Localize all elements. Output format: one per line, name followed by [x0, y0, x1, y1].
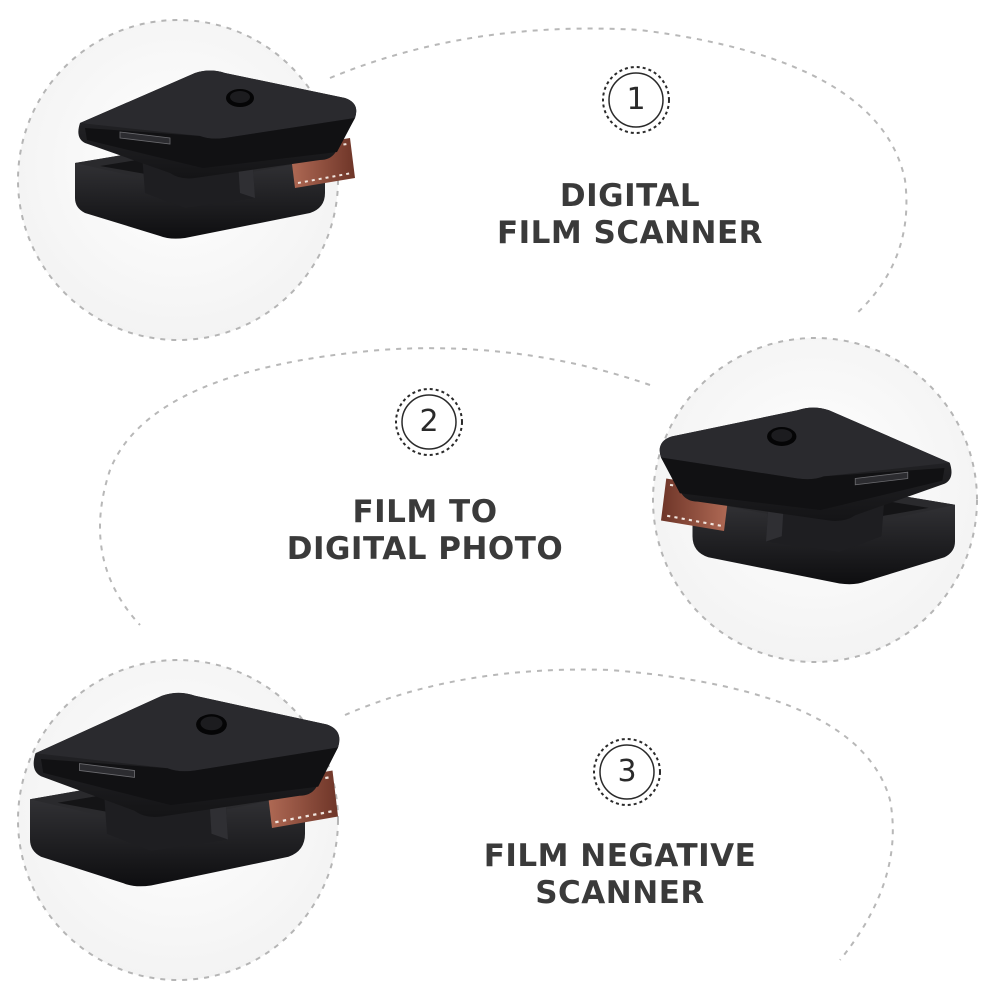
step-number-3: 3 — [617, 754, 637, 789]
product-photo-3 — [17, 659, 341, 981]
dashed-arc-1 — [329, 27, 908, 316]
caption-1-line-2: FILM SCANNER — [496, 215, 764, 251]
step-number-1: 1 — [626, 82, 646, 117]
caption-3-line-2: SCANNER — [535, 875, 705, 911]
step-badge-1 — [602, 66, 670, 134]
step-badge-2 — [395, 388, 463, 456]
caption-1: DIGITAL FILM SCANNER — [460, 178, 800, 252]
dashed-flow-lines — [99, 27, 908, 961]
caption-2: FILM TO DIGITAL PHOTO — [250, 494, 600, 568]
step-badge-3 — [593, 738, 661, 806]
caption-2-line-1: FILM TO — [352, 494, 498, 530]
dashed-arc-3 — [344, 668, 894, 961]
caption-3: FILM NEGATIVE SCANNER — [440, 838, 800, 912]
caption-2-line-2: DIGITAL PHOTO — [286, 531, 564, 567]
caption-1-line-1: DIGITAL — [559, 178, 701, 214]
product-photo-1 — [17, 19, 358, 341]
product-photo-2 — [652, 337, 978, 663]
caption-3-line-1: FILM NEGATIVE — [483, 838, 757, 874]
dashed-arc-2 — [99, 347, 651, 626]
step-number-2: 2 — [419, 404, 439, 439]
